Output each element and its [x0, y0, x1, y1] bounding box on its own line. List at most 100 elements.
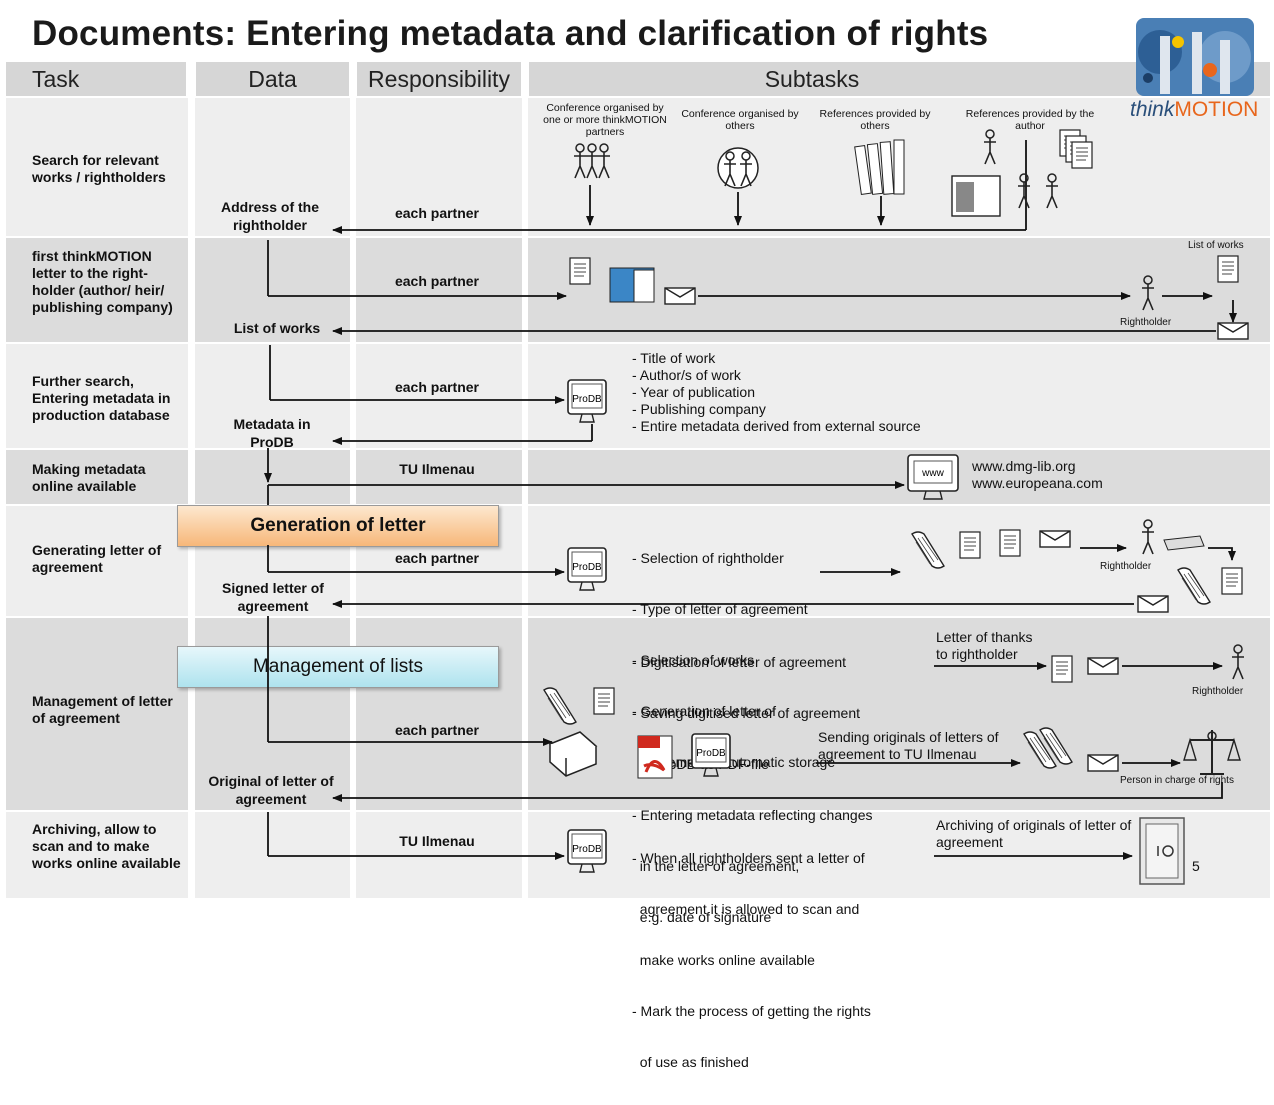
- prodb-icon: ProDB: [691, 733, 731, 777]
- generation-item: agreement & automatic storage: [632, 754, 836, 770]
- management-item: - Saving digitised letter of agreement: [632, 705, 861, 721]
- header-data: Data: [196, 62, 349, 96]
- arrow: [1208, 547, 1236, 561]
- page-number: 5: [1192, 858, 1200, 874]
- brochure-page-icon: [633, 269, 655, 303]
- www-label: www: [921, 468, 944, 479]
- logo-graphic: [1136, 18, 1254, 96]
- scroll-letter-icon: [911, 531, 945, 569]
- generation-item: - Selection of works: [632, 652, 755, 668]
- task-first-letter: first thinkMOTION letter to the right-ho…: [32, 248, 173, 315]
- logo-text-think: think: [1130, 98, 1175, 121]
- source-partner-conference: Conference organised by one or more thin…: [543, 102, 667, 138]
- envelope-icon: [1217, 322, 1249, 340]
- data-address: Address of the rightholder: [220, 199, 319, 233]
- callout-management: Management of lists: [177, 646, 499, 688]
- document-icon: [1221, 567, 1243, 595]
- thinkmotion-logo: thinkMOTION: [1130, 12, 1260, 124]
- row-band-4: [6, 450, 1270, 504]
- rightholder-label-6: Rightholder: [1192, 686, 1244, 697]
- data-original-letter: Original of letter of agreement: [208, 773, 334, 807]
- generation-item: - Selection of rightholder: [632, 550, 784, 566]
- scales-of-justice-icon: [1183, 730, 1241, 775]
- scanner-icon: [548, 731, 598, 777]
- task-search: Search for relevant works / rightholders: [32, 152, 166, 185]
- metadata-list: - Title of work - Author/s of work - Yea…: [632, 350, 921, 435]
- pen-icon: [1163, 535, 1205, 551]
- prodb-icon: ProDB: [567, 829, 607, 873]
- prodb-icon: ProDB: [567, 547, 607, 591]
- responsibility-2: each partner: [394, 273, 480, 289]
- link-europeana[interactable]: www.europeana.com: [972, 475, 1103, 491]
- responsibility-7: TU Ilmenau: [399, 833, 475, 849]
- metadata-item: - Entire metadata derived from external …: [632, 418, 921, 434]
- envelope-icon: [1087, 657, 1119, 675]
- column-separator: [350, 98, 356, 898]
- archiving-item: - Mark the process of getting the rights: [632, 1003, 871, 1019]
- generation-item: - Generation of letter of: [632, 703, 776, 719]
- rightholder-label-2: Rightholder: [1120, 317, 1172, 328]
- source-references-others: References provided by others: [819, 108, 931, 132]
- responsibility-4: TU Ilmenau: [399, 461, 475, 477]
- callout-generation: Generation of letter: [177, 505, 499, 547]
- data-metadata: Metadata in ProDB: [233, 416, 311, 450]
- data-list-of-works: List of works: [233, 320, 321, 336]
- header-responsibility: Responsibility: [357, 62, 521, 96]
- data-signed-letter: Signed letter of agreement: [222, 580, 324, 614]
- row5-arrows: [267, 544, 1236, 608]
- archiving-item: of use as finished: [632, 1054, 749, 1070]
- author-handshake-icon: [951, 129, 1093, 217]
- management-item: in the letter of agreement,: [632, 858, 800, 874]
- responsibility-6: each partner: [394, 722, 480, 738]
- generation-item: - Type of letter of agreement: [632, 601, 808, 617]
- prodb-label: ProDB: [572, 562, 602, 573]
- row1-arrows: [332, 140, 1027, 234]
- responsibility-1: each partner: [394, 205, 480, 221]
- logo-text: thinkMOTION: [1130, 98, 1258, 122]
- archiving-label: Archiving of originals of letter of agre…: [936, 817, 1132, 850]
- header-subtasks: Subtasks: [529, 62, 1095, 96]
- management-item: - Entering metadata reflecting changes: [632, 807, 873, 823]
- task-archiving: Archiving, allow to scan and to make wor…: [32, 821, 181, 871]
- partners-group-icon: [573, 143, 611, 179]
- responsibility-3: each partner: [394, 379, 480, 395]
- prodb-label: ProDB: [572, 394, 602, 405]
- metadata-item: - Year of publication: [632, 384, 755, 400]
- rightholder-icon: [1141, 519, 1155, 555]
- row7-arrows: [267, 812, 1133, 860]
- header-task: Task: [6, 62, 186, 96]
- task-further-search: Further search, Entering metadata in pro…: [32, 373, 171, 423]
- management-item: - Digitisation of letter of agreement: [632, 654, 846, 670]
- task-management: Management of letter of agreement: [32, 693, 173, 726]
- prodb-icon: ProDB: [567, 379, 607, 423]
- pdf-icon: [637, 735, 673, 779]
- document-icon: [593, 687, 615, 715]
- task-online: Making metadata online available: [32, 461, 146, 494]
- envelope-icon: [1087, 754, 1119, 772]
- row-band-3: [6, 344, 1270, 448]
- flow-diagram: ProDB www ProDB: [264, 129, 1249, 885]
- sending-label: Sending originals of letters of agreemen…: [818, 729, 999, 762]
- safe-icon: [1139, 817, 1185, 885]
- signed-scroll-icon: [1177, 567, 1211, 605]
- archiving-item: agreement it is allowed to scan and: [632, 901, 860, 917]
- books-icon: [854, 139, 905, 196]
- logo-text-motion: MOTION: [1174, 98, 1259, 121]
- metadata-item: - Publishing company: [632, 401, 766, 417]
- archiving-item: make works online available: [632, 952, 815, 968]
- link-dmg-lib[interactable]: www.dmg-lib.org: [972, 458, 1076, 474]
- prodb-label: ProDB: [696, 748, 726, 759]
- envelope-icon: [1137, 595, 1169, 613]
- column-separator: [188, 98, 195, 898]
- envelope-icon: [1039, 530, 1071, 548]
- prodb-label: ProDB: [572, 844, 602, 855]
- conference-icon: [717, 147, 759, 189]
- document-icon: [959, 531, 981, 559]
- task-generating: Generating letter of agreement: [32, 542, 162, 575]
- letter-doc-icon: [569, 257, 591, 285]
- thanks-letter-icon: [1051, 655, 1073, 683]
- www-screen-icon: www: [907, 454, 959, 500]
- source-other-conference: Conference organised by others: [681, 108, 799, 132]
- rightholder-icon: [1231, 644, 1245, 680]
- row-band-7: [6, 812, 1270, 898]
